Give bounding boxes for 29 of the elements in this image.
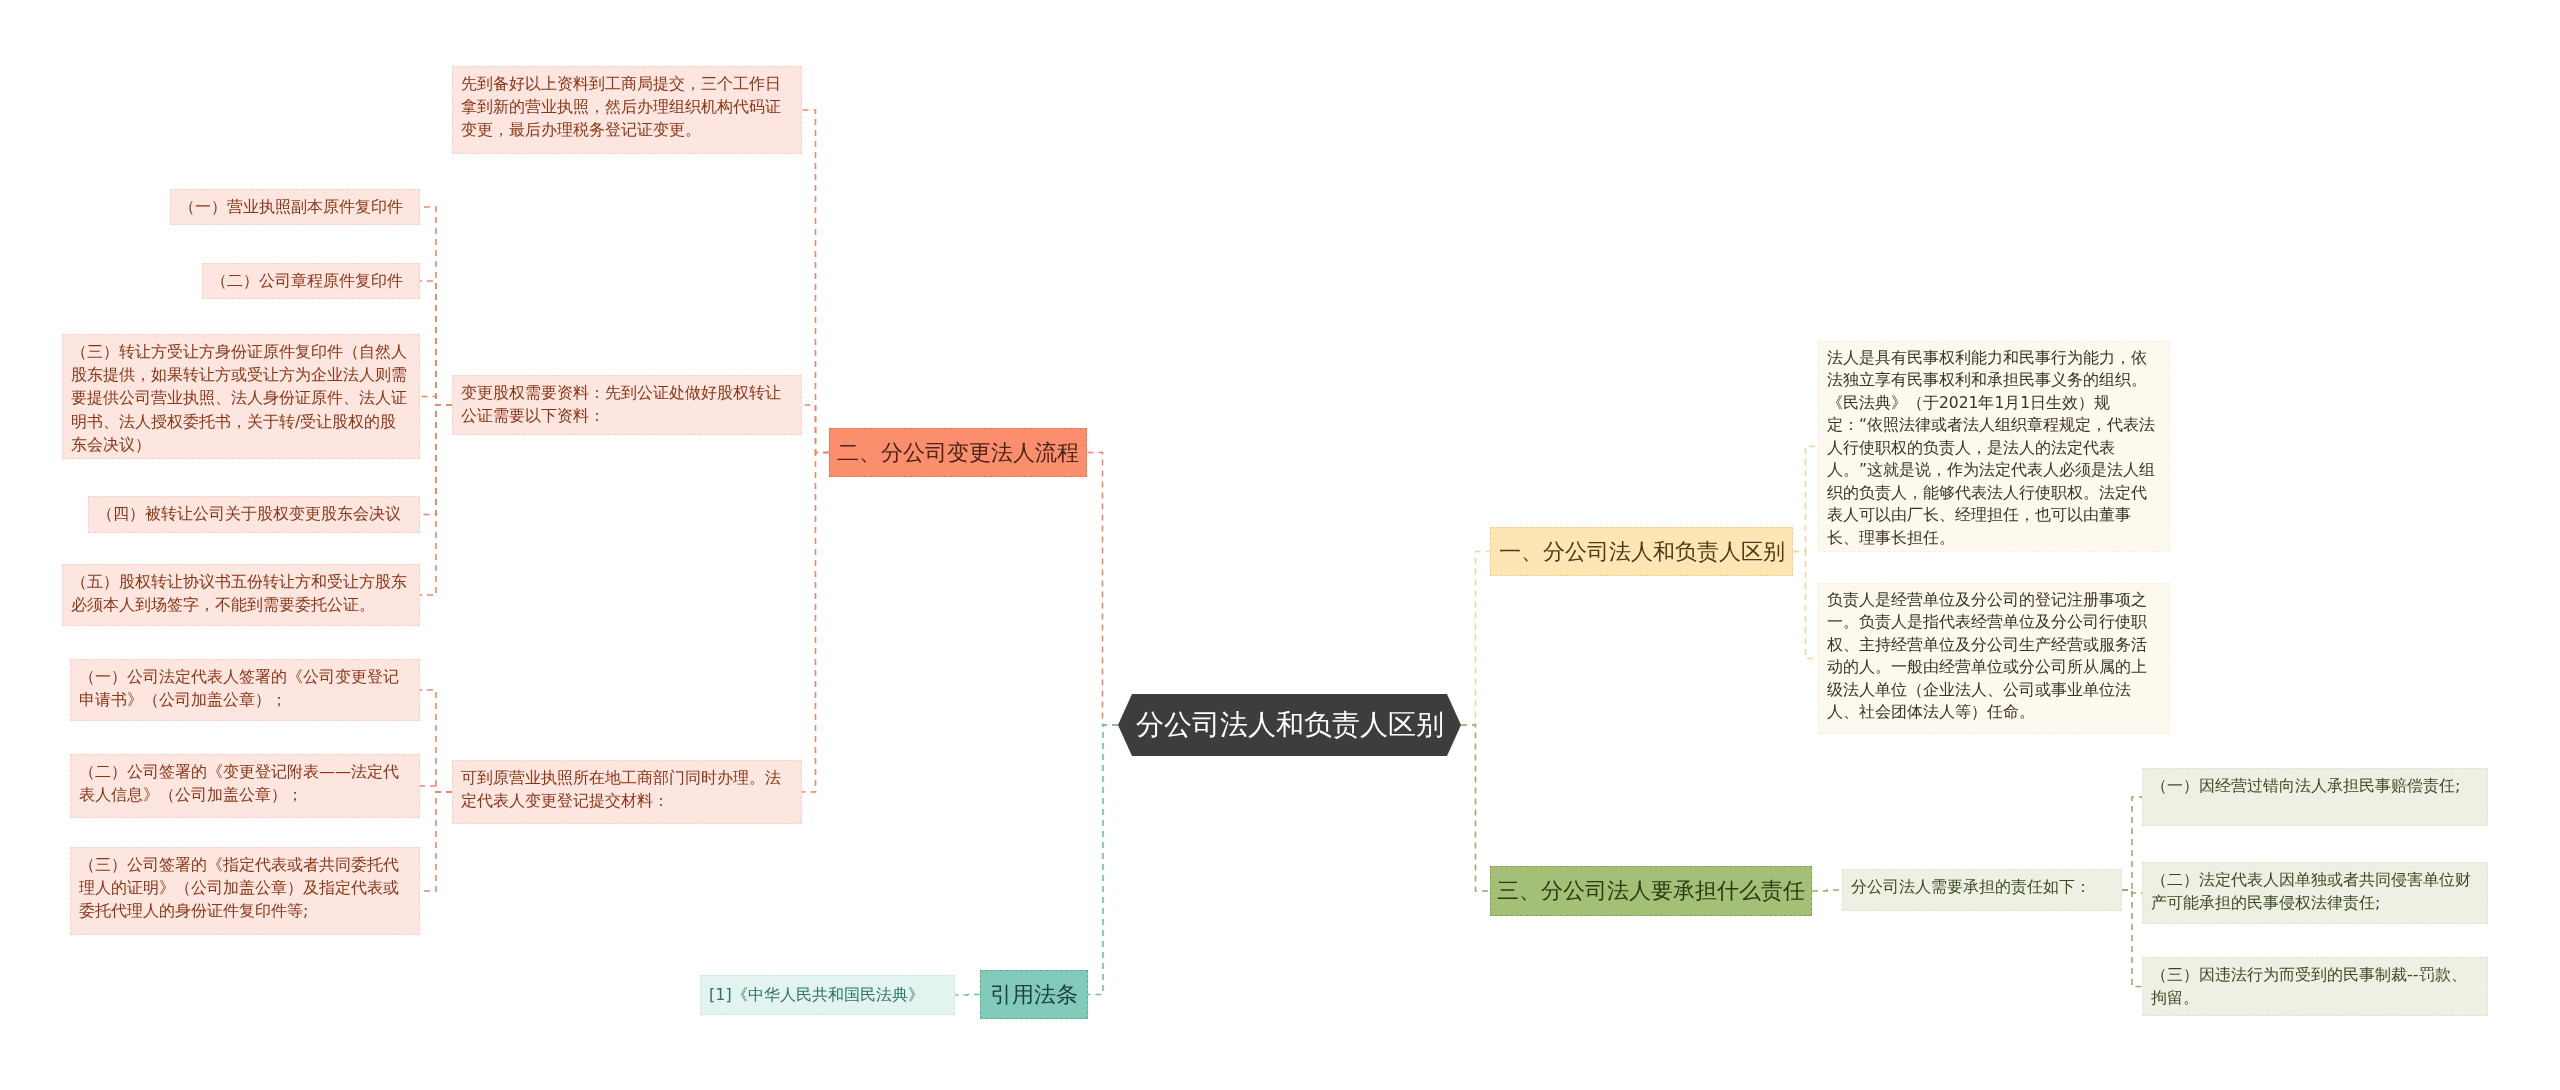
note-box: （三）公司签署的《指定代表或者共同委托代理人的证明》（公司加盖公章）及指定代表或委托代理人的身份证件复印件等; [70, 847, 420, 935]
note-box: 法人是具有民事权利能力和民事行为能力，依法独立享有民事权利和承担民事义务的组织。《民法典》（于2021年1月1日生效）规定：“依照法律或者法人组织章程规定，代表法人行使职权的负责人，是法人的法定代表人。”这就是说，作为法定代表人必须是法人组织的负责人，能够代表法人行使职权。法定代表人可以由厂长、经理担任，也可以由董事长、理事长担任。 [1818, 341, 2170, 552]
note-box: （四）被转让公司关于股权变更股东会决议 [88, 496, 420, 533]
topic-box: 三、分公司法人要承担什么责任 [1490, 866, 1812, 916]
connector-line [1087, 724, 1119, 996]
connector-line [419, 404, 453, 596]
topic-box: 引用法条 [980, 970, 1088, 1019]
note-box: （三）转让方受让方身份证原件复印件（自然人股东提供，如果转让方或受让方为企业法人则需要提供公司营业执照、法人身份证原件、法人证明书、法人授权委托书，关于转/受让股权的股东会决议） [62, 334, 420, 459]
topic-box: 一、分公司法人和负责人区别 [1490, 527, 1793, 576]
connector-line [801, 451, 830, 793]
note-box: （一）公司法定代表人签署的《公司变更登记申请书》（公司加盖公章）； [70, 659, 420, 721]
connector-line [2121, 889, 2143, 988]
note-box: 可到原营业执照所在地工商部门同时办理。法定代表人变更登记提交材料： [452, 760, 802, 824]
topic-box: 二、分公司变更法人流程 [829, 428, 1087, 477]
note-box: （五）股权转让协议书五份转让方和受让方股东必须本人到场签字，不能到需要委托公证。 [62, 564, 420, 626]
note-box: （二）公司签署的《变更登记附表——法定代表人信息》（公司加盖公章）； [70, 754, 420, 818]
note-box: （一）因经营过错向法人承担民事赔偿责任; [2142, 768, 2488, 826]
connector-line [954, 993, 981, 996]
note-box: 负责人是经营单位及分公司的登记注册事项之一。负责人是指代表经营单位及分公司行使职权、主持经营单位及分公司生产经营或服务活动的人。一般由经营单位或分公司所从属的上级法人单位（企业法人、公司或事业单位法人、社会团体法人等）任命。 [1818, 583, 2170, 734]
reference-box: [1]《中华人民共和国民法典》 [700, 975, 955, 1015]
topic-hexagon: 分公司法人和负责人区别 [1118, 694, 1461, 756]
note-box: （三）因违法行为而受到的民事制裁--罚款、拘留。 [2142, 957, 2488, 1016]
note-box: （二）法定代表人因单独或者共同侵害单位财产可能承担的民事侵权法律责任; [2142, 862, 2488, 924]
note-box: 分公司法人需要承担的责任如下： [1842, 869, 2122, 911]
connector-line [1460, 724, 1491, 892]
note-box: 先到备好以上资料到工商局提交，三个工作日拿到新的营业执照，然后办理组织机构代码证变更，最后办理税务登记证变更。 [452, 66, 802, 154]
note-box: 变更股权需要资料：先到公证处做好股权转让公证需要以下资料： [452, 375, 802, 435]
note-box: （二）公司章程原件复印件 [202, 263, 420, 299]
note-box: （一）营业执照副本原件复印件 [170, 189, 420, 225]
